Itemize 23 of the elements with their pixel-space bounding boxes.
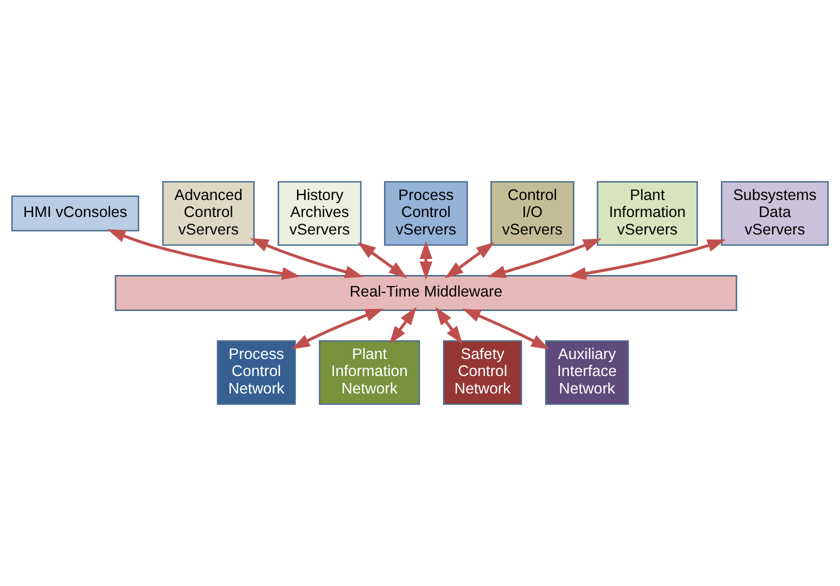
arrow <box>292 308 384 350</box>
node-box: Real-Time Middleware <box>114 275 738 311</box>
arrow <box>444 242 494 278</box>
arrow <box>435 306 463 344</box>
node-box: Process Control vServers <box>384 181 468 246</box>
arrow <box>250 238 364 278</box>
arrow <box>389 306 417 344</box>
node-box: HMI vConsoles <box>11 196 140 232</box>
arrow <box>358 242 408 278</box>
arrow <box>107 229 300 280</box>
node-box: Subsystems Data vServers <box>720 181 829 246</box>
node-box: Plant Information vServers <box>596 181 698 246</box>
node-box: Safety Control Network <box>443 340 522 405</box>
arrow <box>462 308 550 350</box>
node-box: Process Control Network <box>216 340 296 405</box>
node-box: History Archives vServers <box>278 181 362 246</box>
node-box: Auxiliary Interface Network <box>545 340 629 405</box>
arrow <box>420 240 432 280</box>
arrow <box>487 238 602 278</box>
arrow <box>568 239 726 280</box>
node-box: Control I/O vServers <box>490 181 574 246</box>
node-box: Plant Information Network <box>318 340 420 405</box>
node-box: Advanced Control vServers <box>162 181 255 246</box>
